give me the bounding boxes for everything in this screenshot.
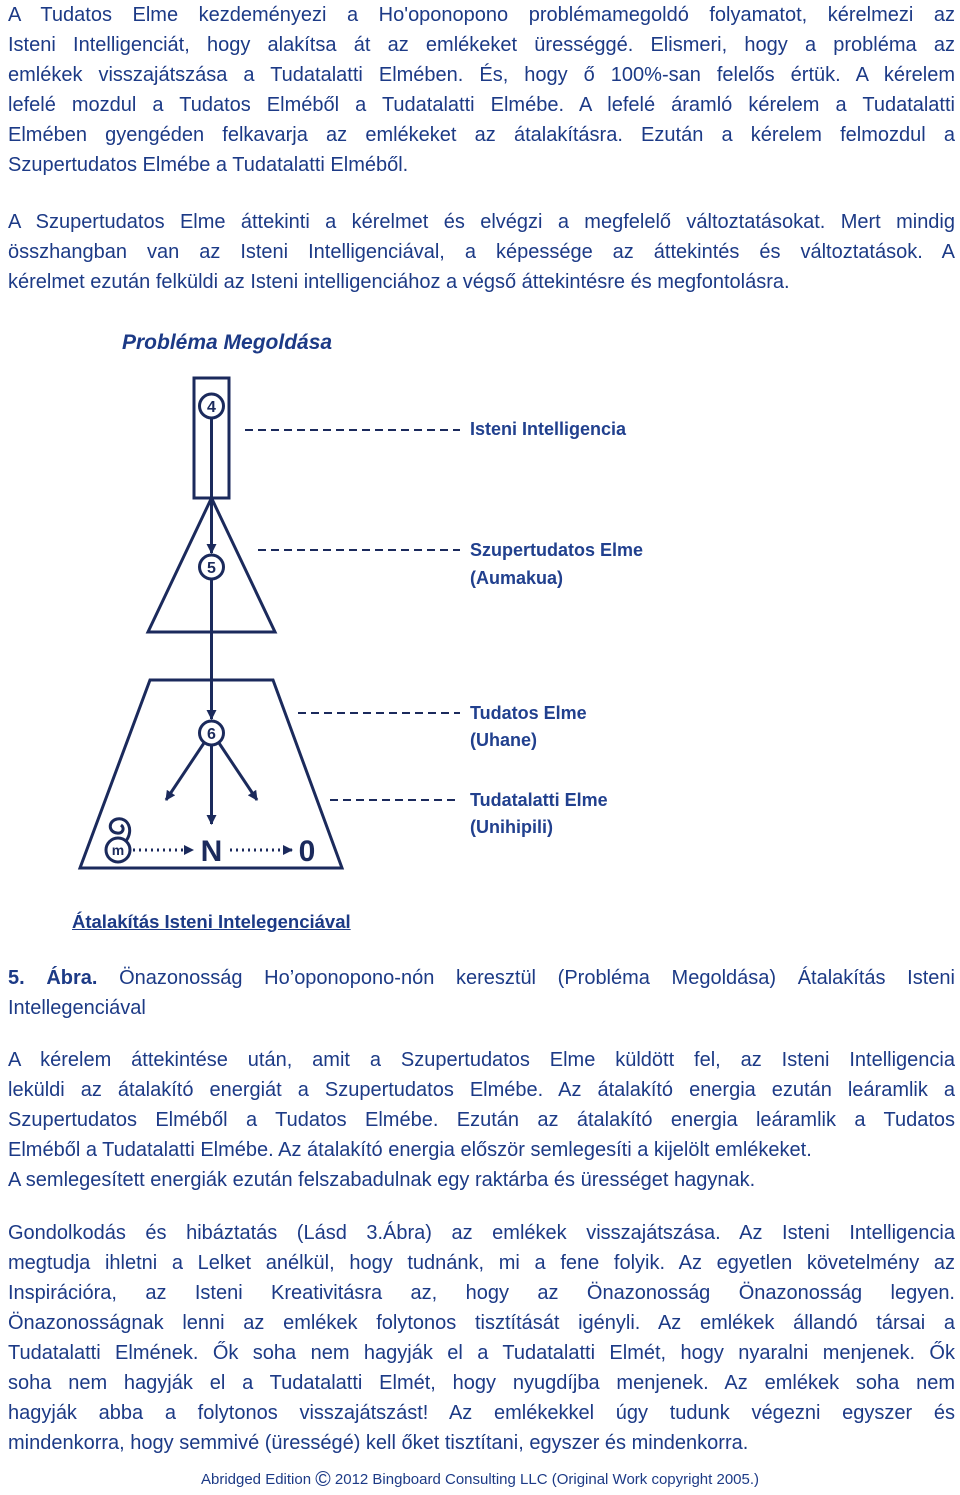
sublabel-subconscious: (Unihipili): [470, 817, 553, 837]
figure-text: Önazonosság Ho’oponopono-nón keresztül (…: [119, 967, 955, 989]
paragraph-review: A Szupertudatos Elme áttekinti a kérelme…: [8, 207, 955, 297]
memory-circle: [104, 836, 132, 864]
label-conscious: Tudatos Elme: [470, 703, 587, 723]
memory-symbol: m: [112, 842, 124, 858]
paragraph-line: Gondolkodás és hibáztatás (Lásd 3.Ábra) …: [8, 1222, 955, 1244]
step-4-number: 4: [207, 399, 216, 416]
paragraph-transmutation: A kérelem áttekintése után, amit a Szupe…: [8, 1045, 955, 1195]
paragraph-line: Elméből a Tudatalatti Elmébe. Az átalakí…: [8, 1139, 812, 1161]
paragraph-line: Önazonosságnak lenni az emlékek folytono…: [8, 1312, 955, 1334]
sublabel-superconscious: (Aumakua): [470, 568, 563, 588]
diagram-title: Probléma Megoldása: [122, 331, 333, 354]
paragraph-line: A semlegesített energiák ezután felszaba…: [8, 1169, 756, 1191]
down-left-arrow: [164, 742, 206, 801]
paragraph-line: Szupertudatos Elméből a Tudatos Elmébe. …: [8, 1109, 955, 1131]
label-subconscious: Tudatalatti Elme: [470, 790, 608, 810]
paragraph-line: Tudatalatti Elmének. Ők soha nem hagyják…: [8, 1342, 955, 1364]
down-right-arrow: [217, 742, 259, 801]
figure-caption-line: Intellegenciával: [8, 997, 146, 1019]
paragraph-line: hagyják abba a folytonos visszajátszást!…: [8, 1402, 955, 1424]
footer-notice: 2012 Bingboard Consulting LLC (Original …: [334, 1471, 760, 1488]
page-footer: Abridged Edition © 2012 Bingboard Consul…: [0, 1468, 960, 1492]
copyright-symbol: ©: [315, 1468, 331, 1491]
paragraph-line: összhangban van az Isteni Intelligenciáv…: [8, 241, 955, 263]
memory-swirl-icon: [108, 817, 132, 842]
paragraph-line: Isteni Intelligenciát, hogy alakítsa át …: [8, 34, 955, 56]
paragraph-line: A kérelem áttekintése után, amit a Szupe…: [8, 1049, 955, 1071]
neutralized-symbol: N: [201, 835, 223, 868]
figure-label: 5. Ábra.: [8, 967, 98, 989]
step-5-number: 5: [207, 560, 216, 577]
sublabel-conscious: (Uhane): [470, 730, 537, 750]
paragraph-line: emlékek visszajátszása a Tudatalatti Elm…: [8, 64, 955, 86]
paragraph-line: Inspirációra, az Isteni Kreativitásra az…: [8, 1282, 955, 1304]
zero-symbol: 0: [299, 835, 316, 868]
paragraph-line: A Tudatos Elme kezdeményezi a Ho'oponopo…: [8, 4, 955, 26]
paragraph-line: kérelmet ezután felküldi az Isteni intel…: [8, 271, 790, 293]
paragraph-line: mindenkorra, hogy semmivé (ürességé) kel…: [8, 1432, 749, 1454]
label-divine: Isteni Intelligencia: [470, 419, 627, 439]
paragraph-line: Elmében gyengéden felkavarja az emlékeke…: [8, 124, 955, 146]
paragraph-line: Szupertudatos Elmébe a Tudatalatti Elméb…: [8, 154, 409, 176]
footer-edition: Abridged Edition: [200, 1471, 312, 1488]
problem-solving-diagram: 4 5 6 m N 0 Isteni Intelligencia Szupert…: [77, 376, 643, 870]
step-6-number: 6: [207, 726, 216, 743]
label-superconscious: Szupertudatos Elme: [470, 540, 643, 560]
paragraph-line: lefelé mozdul a Tudatos Elméből a Tudata…: [8, 94, 955, 116]
paragraph-line: leküldi az átalakító energiát a Szupertu…: [8, 1079, 955, 1101]
conscious-subconscious-trapezoid: [77, 678, 345, 870]
paragraph-intro: A Tudatos Elme kezdeményezi a Ho'oponopo…: [8, 0, 955, 180]
paragraph-memories: Gondolkodás és hibáztatás (Lásd 3.Ábra) …: [8, 1218, 955, 1458]
diagram-caption: Átalakítás Isteni Intelegenciával: [72, 911, 351, 932]
paragraph-line: megtudja ihletni a Lelket anélkül, hogy …: [8, 1252, 955, 1274]
paragraph-line: A Szupertudatos Elme áttekinti a kérelme…: [8, 211, 955, 233]
figure-caption: 5. Ábra. Önazonosság Ho’oponopono-nón ke…: [8, 963, 955, 1023]
paragraph-line: soha nem hagyják el a Tudatalatti Elmét,…: [8, 1372, 955, 1394]
figure-caption-line: 5. Ábra. Önazonosság Ho’oponopono-nón ke…: [8, 963, 955, 993]
